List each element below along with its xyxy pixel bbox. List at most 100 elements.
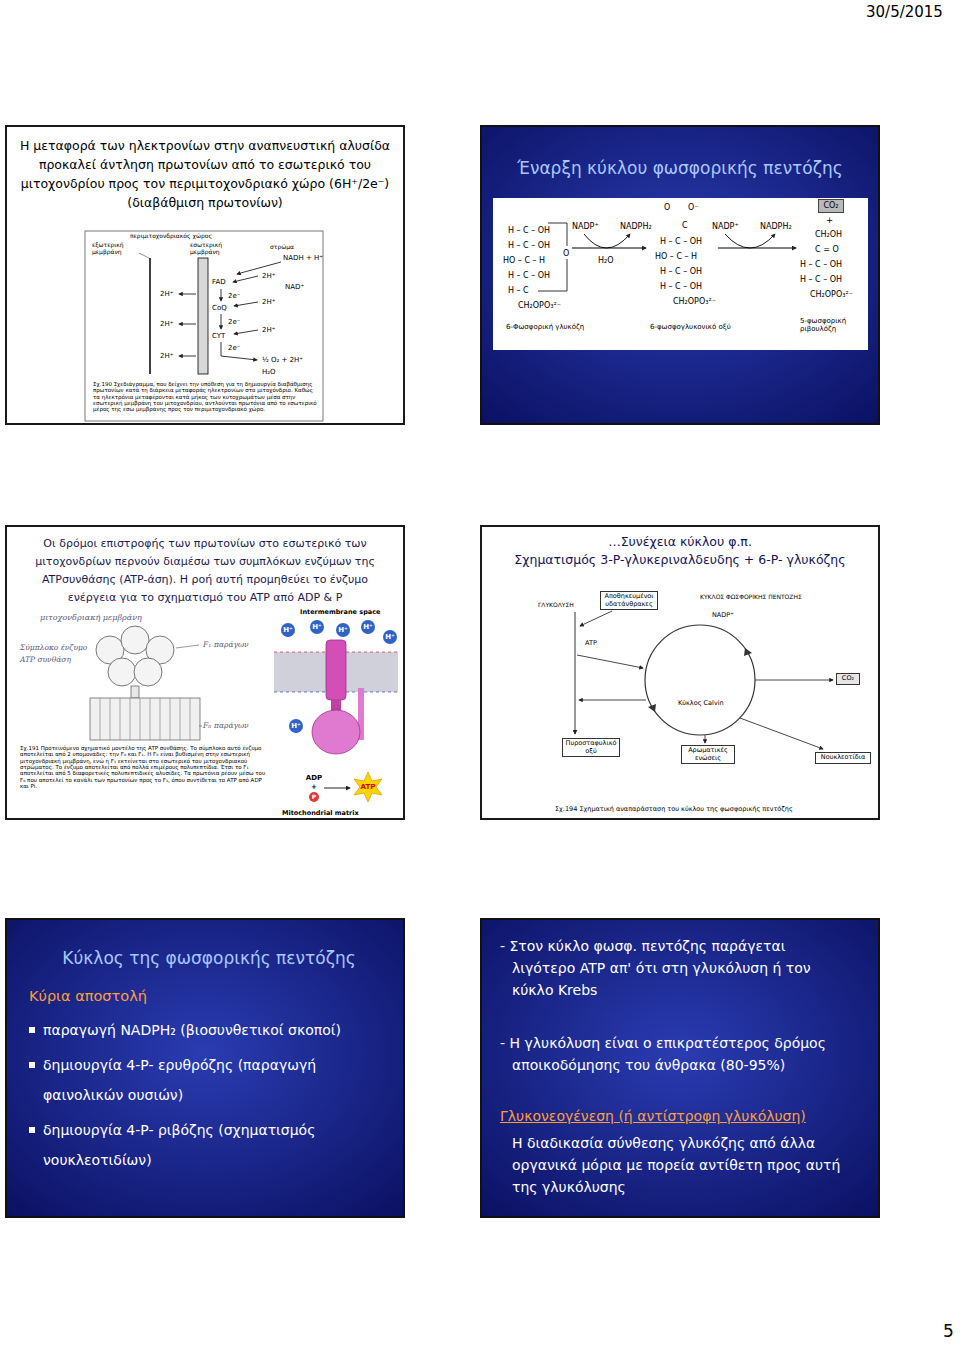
figure-caption: Σχ.194 Σχηματική αναπαράσταση του κύκλου… bbox=[555, 806, 855, 813]
pathway-box: Αποθηκευμένοι υδατάνθρακες bbox=[600, 591, 658, 610]
formula-row: H – C – OH bbox=[508, 271, 550, 280]
cofactor-label: NADP⁺ bbox=[572, 222, 599, 231]
slide-ground bbox=[480, 525, 880, 820]
glycolysis-line bbox=[575, 612, 576, 734]
formula-row: HO – C – H bbox=[655, 252, 697, 261]
reaction-arrow bbox=[324, 788, 350, 789]
molecule-label: ADP bbox=[306, 774, 322, 782]
outer-membrane bbox=[149, 258, 151, 374]
handwritten-label: ATP συνθάση bbox=[20, 656, 71, 665]
proton-dot bbox=[310, 620, 324, 634]
node-heading: Οι δρόμοι επιστροφής των πρωτονίων στο ε… bbox=[21, 535, 389, 607]
molecule-label: NAD⁺ bbox=[285, 283, 304, 291]
electron-label: 2e⁻ bbox=[228, 344, 240, 352]
pathway-arrow bbox=[740, 718, 823, 749]
proton-arrow bbox=[179, 294, 196, 295]
node-text: Γλυκονεογένεση (ή αντίστροφη γλυκόλυση) bbox=[500, 1105, 848, 1127]
node-heading: CO₂ bbox=[839, 675, 857, 683]
proton-label: H⁺ bbox=[363, 623, 373, 631]
proton-arrow bbox=[179, 324, 196, 325]
leader-line bbox=[139, 253, 149, 258]
node-heading: Αρωματικές ενώσεις bbox=[684, 747, 732, 762]
pathway-box: Πυροσταφυλικό οξύ bbox=[562, 738, 620, 757]
node-heading: Η μεταφορά των ηλεκτρονίων στην αναπνευσ… bbox=[19, 136, 391, 212]
node-text: Η διαδικασία σύνθεσης γλυκόζης από άλλα … bbox=[500, 1132, 848, 1198]
proton-dot bbox=[361, 620, 375, 634]
compound-name: 5-φωσφορική ριβουλόζη bbox=[800, 317, 862, 333]
proton-label: H⁺ bbox=[283, 626, 293, 634]
node-text: δημιουργία 4-P- ριβόζης (σχηματισμός νου… bbox=[29, 1115, 389, 1175]
molecule-label: NADH + H⁺ bbox=[283, 254, 323, 262]
coupled-arrow bbox=[725, 234, 775, 248]
leader-line bbox=[199, 726, 202, 727]
formula-atom: O bbox=[563, 249, 569, 258]
region-label: Intermembrane space bbox=[300, 609, 380, 616]
proton-arrow bbox=[179, 356, 196, 357]
proton-label: 2H⁺ bbox=[160, 352, 173, 360]
node-heading: CO₂ bbox=[821, 201, 841, 211]
membrane-label: εσωτερική μεμβράνη bbox=[190, 242, 236, 256]
cofactor-label: NADP⁺ bbox=[712, 612, 734, 619]
membrane-cylinders bbox=[100, 698, 190, 740]
molecule-label: H₂O bbox=[262, 368, 276, 376]
pathway-arrow bbox=[755, 680, 833, 681]
cycle-label: Κύκλος Calvin bbox=[678, 700, 724, 707]
formula-row: H – C bbox=[508, 286, 529, 295]
node-text: Σχηματισμός 3-P-γλυκεριναλδευδης + 6-P- … bbox=[506, 551, 854, 569]
node-heading: Αποθηκευμένοι υδατάνθρακες bbox=[603, 593, 655, 608]
proton-label: 2H⁺ bbox=[160, 290, 173, 298]
pathway-arrow bbox=[577, 655, 643, 668]
formula-row: H – C – OH bbox=[660, 237, 702, 246]
cycle-arrowhead bbox=[744, 648, 752, 656]
pathway-arrow bbox=[705, 735, 706, 743]
proton-label: 2H⁺ bbox=[160, 320, 173, 328]
f1-head bbox=[312, 710, 360, 754]
slide-panel: Η μεταφορά των ηλεκτρονίων στην αναπνευσ… bbox=[5, 125, 405, 425]
figure-frame bbox=[493, 198, 868, 350]
pathway-arrow bbox=[579, 700, 646, 701]
slide-ground bbox=[480, 918, 880, 1218]
ring-bond bbox=[548, 223, 567, 246]
molecule-label: ATP bbox=[361, 783, 376, 791]
node-text: δημιουργία 4-P- ερυθρόζης (παραγωγή φαιν… bbox=[29, 1050, 389, 1110]
slide-panel: …Συνέχεια κύκλου φ.π.Σχηματισμός 3-P-γλυ… bbox=[480, 525, 880, 820]
pathway-arrow bbox=[580, 611, 612, 626]
node-heading: Πυροσταφυλικό οξύ bbox=[565, 740, 617, 755]
node-heading: Κύκλος της φωσφορικής πεντόζης bbox=[29, 946, 389, 970]
coupled-arrow bbox=[584, 234, 630, 248]
formula-row: CH₂OPO₃²⁻ bbox=[810, 290, 853, 299]
formula-row: H – C – OH bbox=[660, 267, 702, 276]
proton-arrow bbox=[234, 302, 258, 306]
region-label: στρώμα bbox=[270, 244, 294, 251]
handwritten-label: μιτοχονδριακή μεμβράνη bbox=[40, 613, 142, 622]
cofactor-label: NADP⁺ bbox=[712, 222, 739, 231]
plus-sign: + bbox=[311, 783, 317, 791]
slide-panel: - Στον κύκλο φωσφ. πεντόζης παράγεται λι… bbox=[480, 918, 880, 1218]
proton-dot bbox=[336, 623, 350, 637]
proton-dot bbox=[289, 719, 303, 733]
proton-label: H⁺ bbox=[312, 623, 322, 631]
slide-ground bbox=[5, 525, 405, 820]
node-heading: Έναρξη κύκλου φωσφορικής πεντόζης bbox=[494, 157, 866, 179]
handwritten-label: F₀ bbox=[203, 722, 211, 731]
inner-membrane bbox=[198, 258, 208, 374]
proton-label: H⁺ bbox=[338, 626, 348, 634]
atp-star bbox=[354, 772, 382, 802]
membrane-sketch bbox=[90, 698, 200, 740]
formula-row: H – C – OH bbox=[800, 275, 842, 284]
formula-atom: C bbox=[682, 221, 688, 230]
pathway-box: CO₂ bbox=[836, 673, 860, 685]
compound-name: 6-Φωσφορική γλυκόζη bbox=[506, 323, 584, 331]
f1-subunit bbox=[121, 626, 149, 654]
product-box: CO₂ bbox=[818, 199, 844, 213]
node-heading: - Στον κύκλο φωσφ. πεντόζης παράγεται λι… bbox=[500, 935, 848, 1001]
phosphate-label: P bbox=[312, 794, 316, 801]
formula-row: H – C – OH bbox=[660, 282, 702, 291]
pathway-box: Νουκλεοτίδια bbox=[815, 752, 871, 764]
carrier-label: CYT bbox=[212, 332, 225, 340]
proton-label: 2H⁺ bbox=[262, 326, 275, 334]
formula-row: HO – C – H bbox=[503, 256, 545, 265]
slide-ground bbox=[480, 125, 880, 425]
membrane-label: εξωτερική μεμβράνη bbox=[92, 242, 138, 256]
